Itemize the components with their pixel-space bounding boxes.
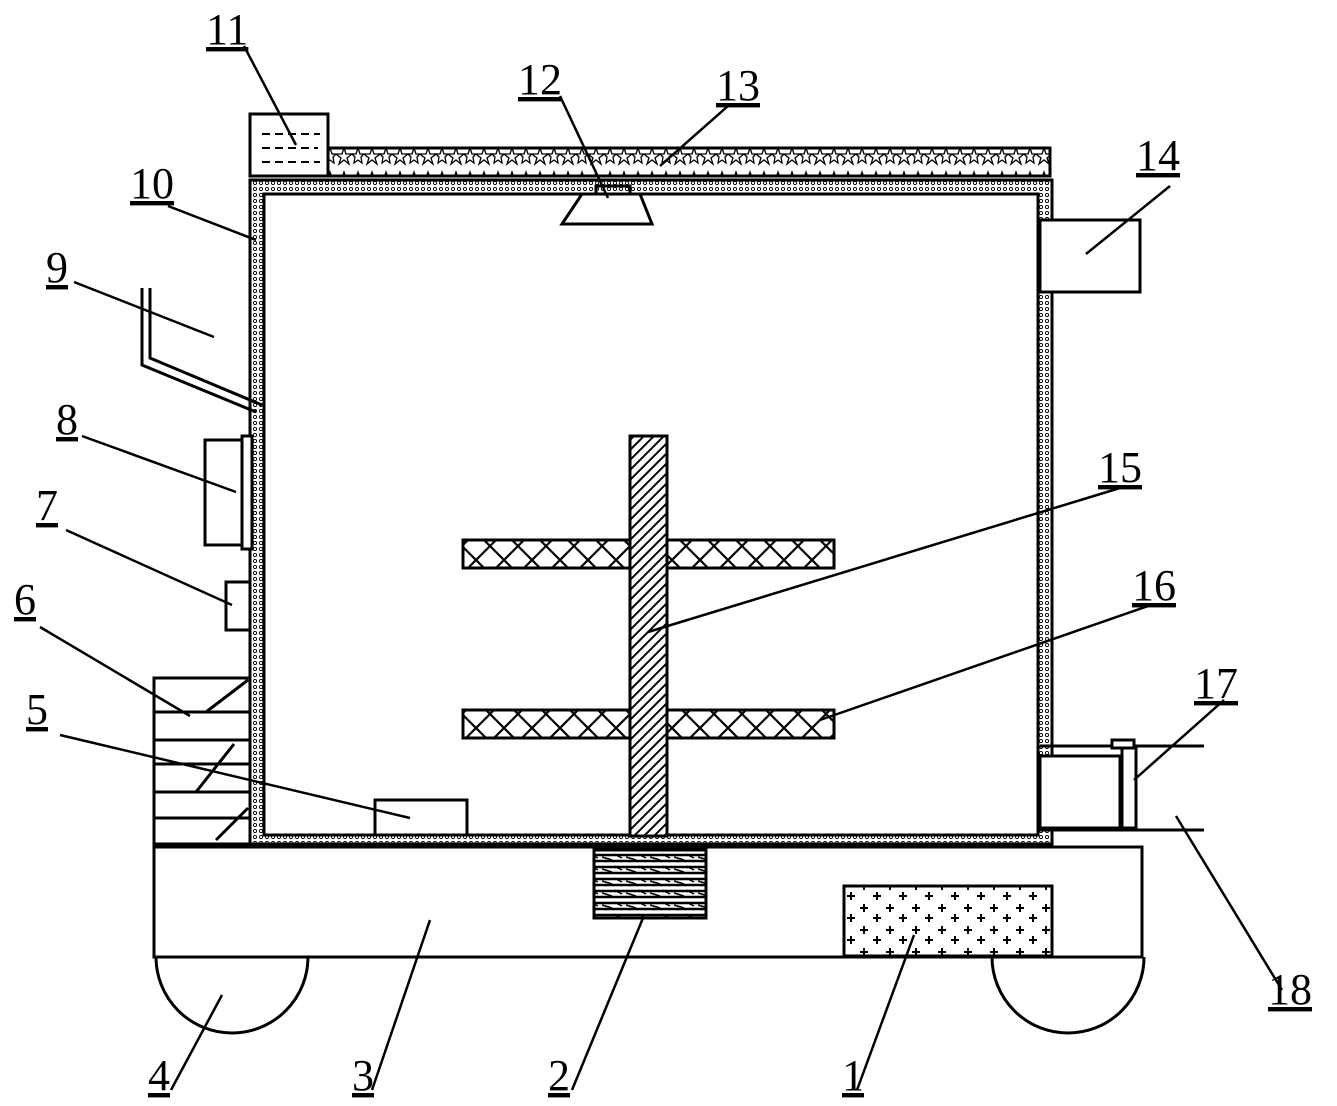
label-14: 14 <box>1136 131 1180 180</box>
outlet-box <box>1038 754 1122 830</box>
outlet-valve-stem <box>1120 746 1138 830</box>
label-15: 15 <box>1098 443 1142 492</box>
upper-blade-right <box>665 538 836 570</box>
label-4: 4 <box>148 1051 170 1100</box>
label-1: 1 <box>842 1051 864 1100</box>
label-5: 5 <box>26 685 48 734</box>
label-3: 3 <box>352 1051 374 1100</box>
label-12: 12 <box>518 55 562 104</box>
lower-blade-left <box>461 708 632 740</box>
motor <box>592 848 708 920</box>
bottom-sensor <box>373 798 469 837</box>
right-top-box <box>1038 218 1142 294</box>
outlet-valve-handle <box>1110 738 1136 750</box>
stacked-block <box>152 676 252 846</box>
spray-nozzle-neck <box>594 184 632 194</box>
left-wheel <box>154 956 310 1035</box>
stacked-block-hatch <box>194 678 250 842</box>
upper-blade-left <box>461 538 632 570</box>
top-left-box <box>248 112 330 178</box>
top-cover-layer <box>326 146 1052 178</box>
label-8: 8 <box>56 395 78 444</box>
stirring-shaft <box>628 434 669 838</box>
battery-box <box>842 884 1054 958</box>
label-6: 6 <box>14 575 36 624</box>
inlet-pipe-inner <box>148 288 263 407</box>
label-7: 7 <box>36 481 58 530</box>
inlet-pipe <box>140 288 257 414</box>
label-11: 11 <box>206 5 248 54</box>
side-device <box>203 438 244 547</box>
label-18: 18 <box>1268 965 1312 1014</box>
side-device-flange <box>240 434 254 551</box>
label-13: 13 <box>716 61 760 110</box>
small-side-box <box>224 580 252 632</box>
label-17: 17 <box>1194 659 1238 708</box>
label-10: 10 <box>130 159 174 208</box>
stacked-block-lines <box>154 710 250 820</box>
label-9: 9 <box>46 243 68 292</box>
leader-lines <box>39 45 1284 1091</box>
spray-nozzle <box>559 192 655 226</box>
right-wheel <box>990 956 1146 1035</box>
label-2: 2 <box>548 1051 570 1100</box>
label-16: 16 <box>1132 561 1176 610</box>
lower-blade-right <box>665 708 836 740</box>
